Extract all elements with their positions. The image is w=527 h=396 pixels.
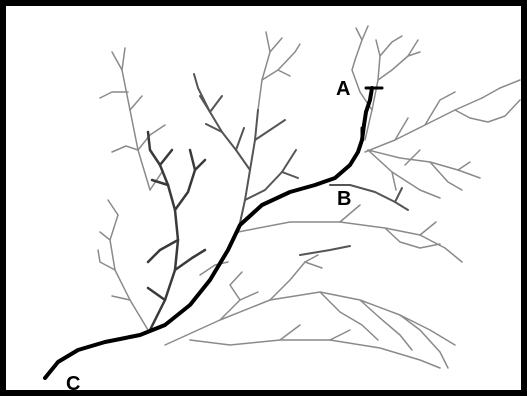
main-channel [43, 86, 374, 380]
dark-tributaries [146, 130, 207, 332]
mid-tributaries [193, 73, 409, 256]
point-markers [360, 86, 384, 140]
label-c: C [66, 373, 80, 395]
label-a: A [336, 78, 350, 100]
label-b: B [337, 188, 351, 210]
light-tributaries [97, 25, 521, 369]
